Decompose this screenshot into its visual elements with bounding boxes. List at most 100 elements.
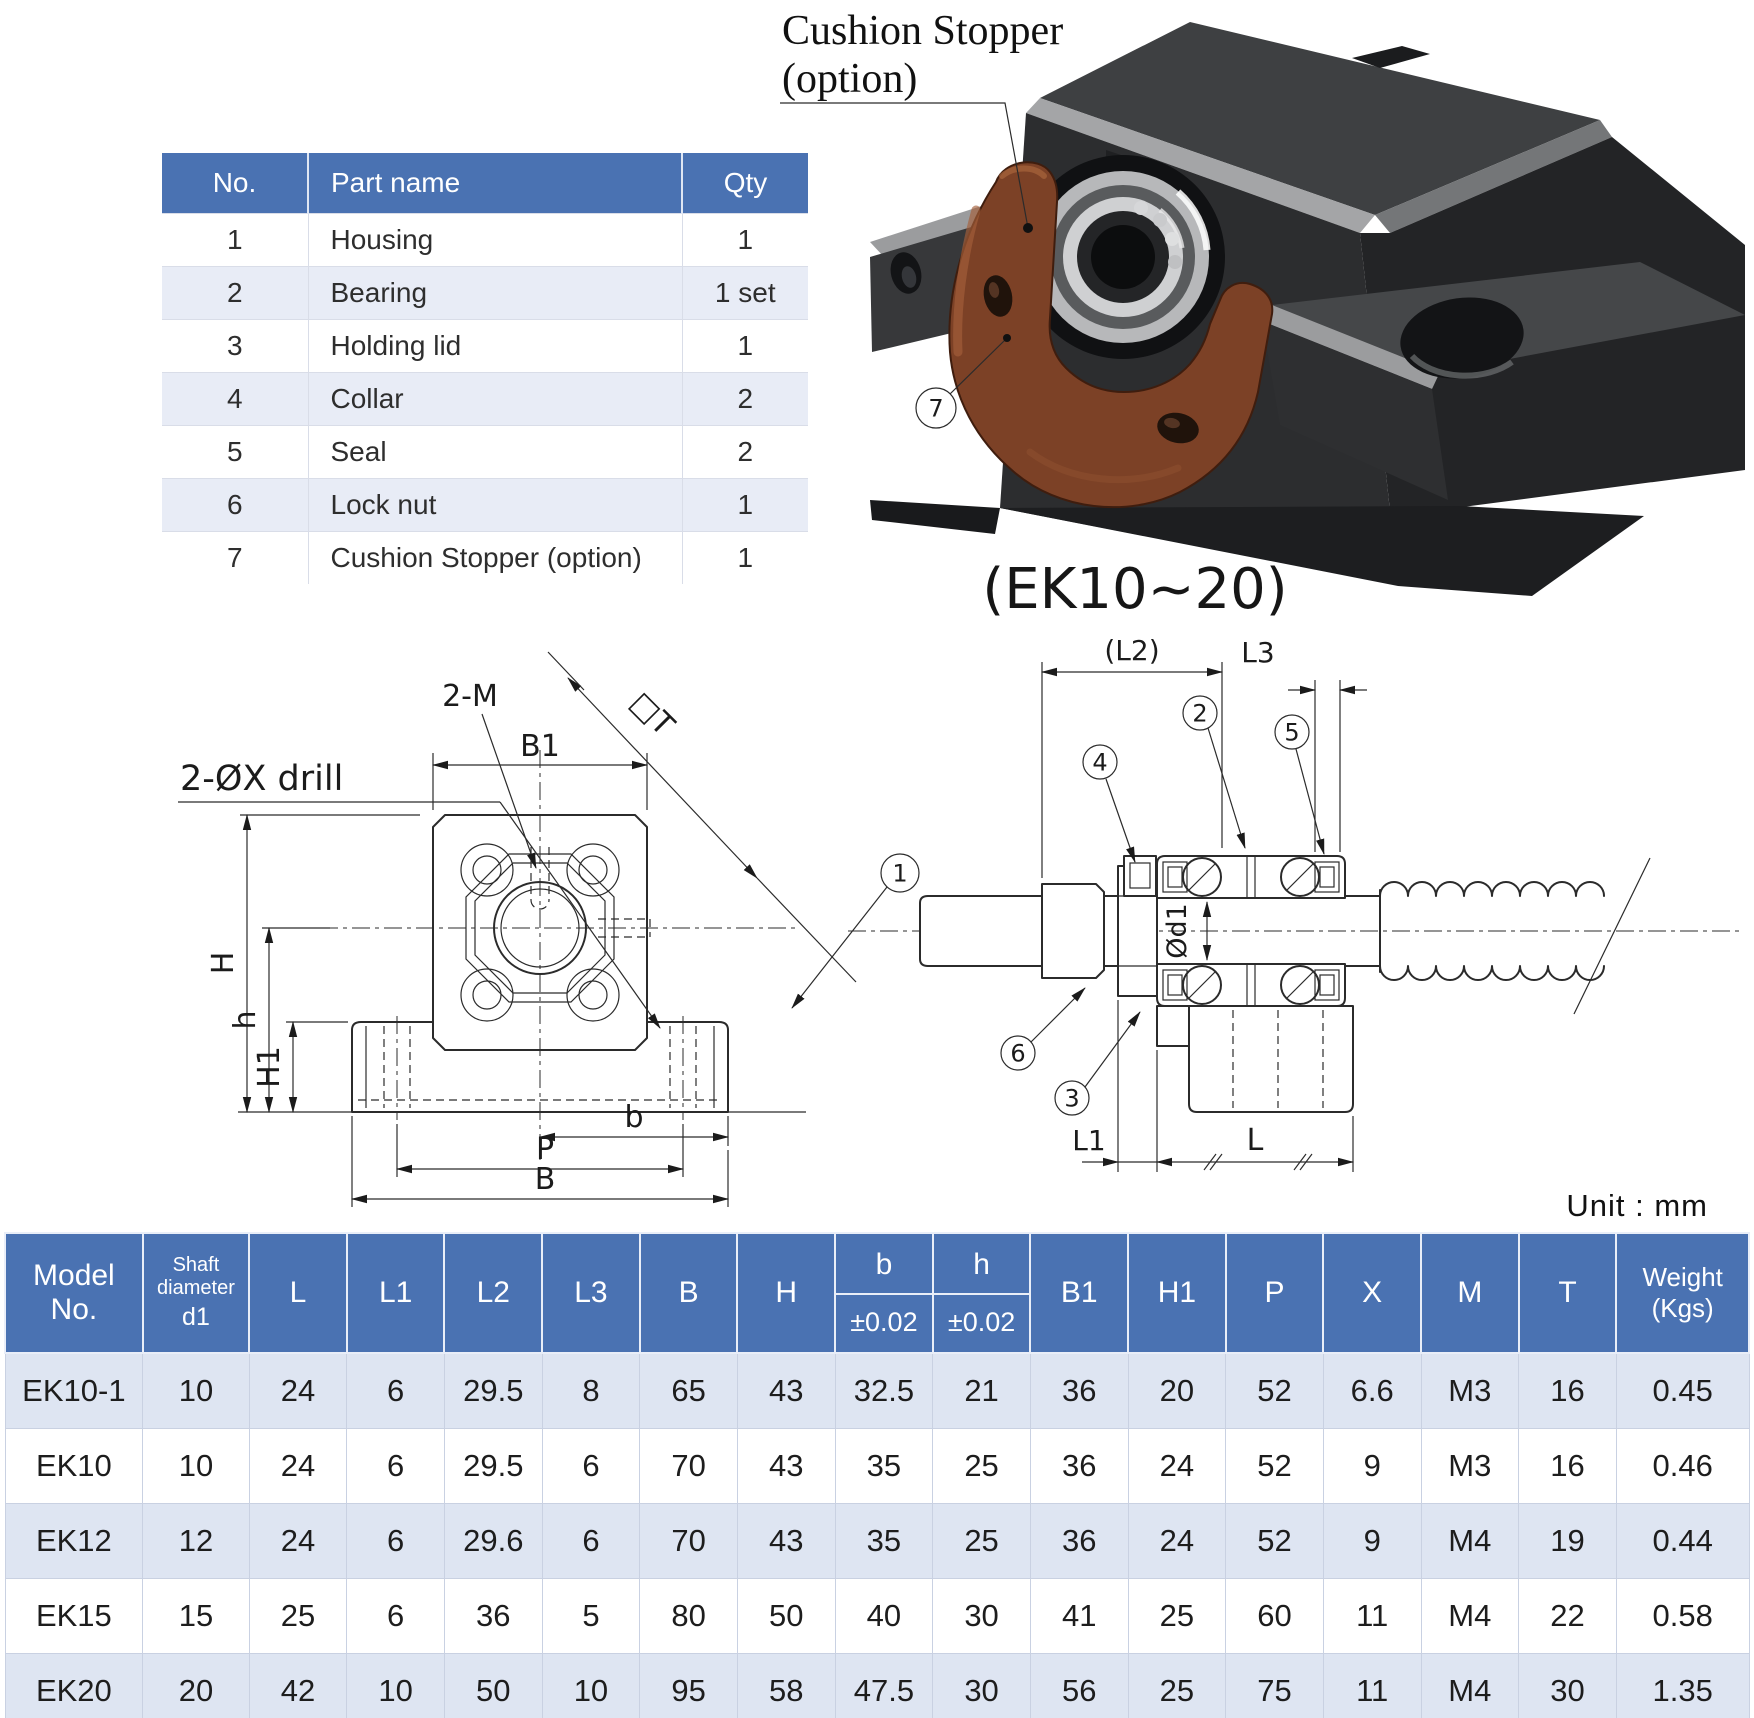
spec-col-m: M	[1420, 1232, 1520, 1354]
spec-value-cell: 19	[1518, 1503, 1617, 1579]
spec-value-cell: 0.45	[1615, 1352, 1750, 1429]
spec-value-cell: 6.6	[1322, 1352, 1422, 1429]
spec-value-cell: 21	[932, 1352, 1031, 1429]
spec-value-cell: 29.5	[443, 1428, 543, 1504]
parts-cell-no: 3	[162, 319, 308, 373]
dim-h-label: h	[228, 1010, 263, 1029]
dim-L1-label: L1	[1072, 1124, 1105, 1157]
spec-value-cell: 24	[248, 1428, 348, 1504]
cushion-stopper-3d	[948, 161, 1274, 509]
balloon-1-circle	[880, 853, 920, 893]
spec-col-t: T	[1517, 1232, 1618, 1354]
balloon-3-label: 3	[1064, 1084, 1079, 1112]
dim-P-label: P	[536, 1132, 554, 1167]
spec-col-b1: B1	[1029, 1232, 1130, 1354]
front-view: 2-ØX drill 2-M B1 □T H h H1 b	[178, 651, 920, 1207]
spec-model-cell: EK15	[4, 1578, 144, 1654]
parts-cell-no: 6	[162, 478, 308, 532]
parts-cell-qty: 2	[681, 425, 808, 479]
spec-value-cell: 6	[541, 1428, 641, 1504]
parts-cell-name: Collar	[307, 372, 682, 426]
spec-value-cell: 24	[1127, 1428, 1227, 1504]
spec-value-cell: 9	[1322, 1428, 1422, 1504]
spec-value-cell: 41	[1029, 1578, 1129, 1654]
spec-value-cell: 43	[736, 1503, 836, 1579]
spec-col-h1: H1	[1127, 1232, 1227, 1354]
balloon-6-label: 6	[1010, 1039, 1025, 1067]
dim-L3-label: L3	[1241, 636, 1274, 669]
spec-value-cell: 6	[346, 1428, 445, 1504]
spec-col-b: b±0.02	[834, 1232, 934, 1354]
balloon-4-label: 4	[1092, 748, 1107, 776]
drill-label: 2-ØX drill	[180, 759, 343, 799]
parts-cell-no: 5	[162, 425, 308, 479]
photo-callout: Cushion Stopper (option) 7 (EK10~20)	[780, 8, 1288, 622]
parts-col-qty: Qty	[681, 153, 808, 214]
spec-value-cell: 16	[1518, 1428, 1617, 1504]
spec-col-weight-line0: Weight	[1642, 1262, 1723, 1292]
spec-value-cell: 65	[639, 1352, 738, 1429]
spec-value-cell: 58	[736, 1653, 836, 1718]
spec-value-cell: 24	[248, 1503, 348, 1579]
parts-cell-no: 4	[162, 372, 308, 426]
dim-T-label: □T	[623, 685, 681, 743]
dim-H1-label: H1	[252, 1046, 287, 1088]
spec-value-cell: M3	[1420, 1352, 1520, 1429]
spec-value-cell: 25	[932, 1503, 1031, 1579]
spec-value-cell: 70	[639, 1428, 738, 1504]
callout-text-line1: Cushion Stopper	[782, 8, 1063, 54]
spec-value-cell: 40	[834, 1578, 934, 1654]
spec-col-l1: L1	[345, 1232, 446, 1354]
spec-value-cell: 0.58	[1615, 1578, 1750, 1654]
parts-cell-name: Lock nut	[307, 478, 682, 532]
spec-value-cell: 5	[541, 1578, 641, 1654]
spec-value-cell: 24	[1127, 1503, 1227, 1579]
spec-value-cell: 70	[639, 1503, 738, 1579]
bearing-3d	[1021, 155, 1225, 359]
spec-value-cell: 9	[1322, 1503, 1422, 1579]
spec-value-cell: 60	[1225, 1578, 1324, 1654]
dim-B1-label: B1	[520, 729, 560, 764]
spec-value-cell: 36	[1029, 1428, 1129, 1504]
spec-model-cell: EK20	[4, 1653, 144, 1718]
parts-cell-qty: 1 set	[681, 266, 808, 320]
spec-value-cell: 24	[248, 1352, 348, 1429]
spec-value-cell: 6	[541, 1503, 641, 1579]
spec-value-cell: 10	[541, 1653, 641, 1718]
spec-value-cell: 95	[639, 1653, 738, 1718]
unit-note: Unit : mm	[1566, 1188, 1708, 1223]
flange-hole	[1400, 297, 1524, 379]
spec-col-h: h±0.02	[931, 1232, 1032, 1354]
spec-col-b-tolerance: ±0.02	[850, 1307, 918, 1337]
callout-text-line2: (option)	[782, 56, 917, 102]
spec-value-cell: 30	[932, 1653, 1031, 1718]
balloon-2-label: 2	[1192, 699, 1207, 727]
spec-value-cell: 80	[639, 1578, 738, 1654]
spec-value-cell: 42	[248, 1653, 348, 1718]
spec-value-cell: 10	[142, 1428, 250, 1504]
spec-col-l3: L3	[541, 1232, 641, 1354]
spec-value-cell: 32.5	[834, 1352, 934, 1429]
spec-value-cell: 36	[443, 1578, 543, 1654]
spec-value-cell: 20	[1127, 1352, 1227, 1429]
spec-col-b: B	[638, 1232, 739, 1354]
spec-col-x: X	[1322, 1232, 1423, 1354]
balloon-7-label: 7	[928, 394, 943, 422]
dim-b-label: b	[624, 1100, 643, 1135]
spec-value-cell: 30	[1518, 1653, 1617, 1718]
spec-value-cell: M3	[1420, 1428, 1520, 1504]
spec-value-cell: 35	[834, 1428, 934, 1504]
spec-value-cell: 50	[736, 1578, 836, 1654]
balloon-4-circle	[1082, 744, 1118, 780]
parts-col-no: No.	[162, 153, 308, 214]
spec-col-l2: L2	[443, 1232, 544, 1354]
